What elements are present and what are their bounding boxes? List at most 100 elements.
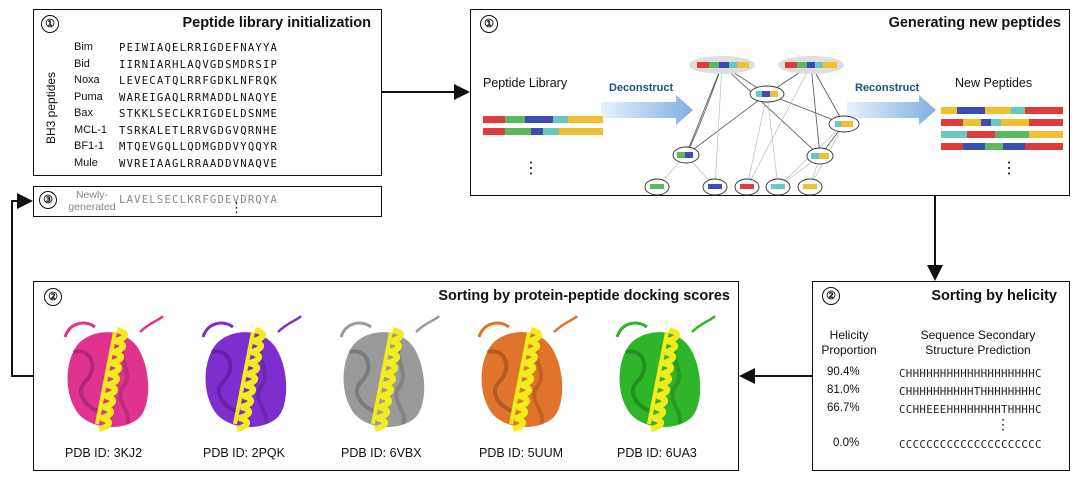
- peptide-sequence: PEIWIAQELRRIGDEFNAYYA: [119, 42, 279, 54]
- fragment-segment: [835, 121, 841, 127]
- new-peptide-segment: [991, 119, 1001, 126]
- fragment-segment: [650, 184, 664, 189]
- fragment-segment: [677, 152, 685, 158]
- peptide-name: Bim: [74, 41, 93, 53]
- peptide-library-label: Peptide Library: [483, 76, 568, 90]
- structure-ribbon: [553, 315, 578, 333]
- newly-generated-panel: ③ Newly-generated LAVELSECLKRFGDEVDRQYA …: [33, 186, 382, 217]
- structure-ribbon: [650, 327, 680, 432]
- library-peptide-segment: [505, 116, 525, 123]
- library-peptide-segment: [525, 116, 553, 123]
- prediction-header: Sequence Secondary Structure Prediction: [920, 328, 1036, 357]
- peptide-name: MCL-1: [74, 123, 108, 136]
- peptide-sequence: MTQEVGQLLQDMGDDVYQQYR: [119, 141, 279, 153]
- new-peptide-segment: [1011, 107, 1025, 114]
- reconstruct-label: Reconstruct: [855, 82, 920, 94]
- structure-cartoon: [477, 315, 578, 432]
- more-dots: ⋮: [230, 200, 243, 215]
- step-number: ③: [39, 191, 57, 209]
- new-peptide-segment: [1003, 143, 1025, 150]
- library-peptide-segment: [553, 116, 568, 123]
- peptide-sequence: LEVECATQLRRFGDKLNFRQK: [119, 75, 279, 87]
- structure-ribbon: [415, 315, 440, 333]
- new-more-dots: ⋮: [1001, 160, 1017, 177]
- docking-panel: ② Sorting by protein-peptide docking sco…: [33, 281, 739, 471]
- fragment-segment: [740, 184, 754, 189]
- fragment-segment: [807, 62, 815, 68]
- fragment-segment: [803, 184, 817, 189]
- peptide-library-panel: ① Peptide library initialization BH3 pep…: [33, 9, 382, 176]
- fragment-segment: [685, 152, 693, 158]
- structure-ribbon: [615, 321, 648, 338]
- generating-panel: ① Generating new peptides Peptide Librar…: [470, 9, 1070, 196]
- fragment-segment: [785, 62, 797, 68]
- peptide-name: Bax: [74, 107, 93, 119]
- structure-cartoon: [201, 315, 302, 432]
- structure-ribbon: [95, 331, 117, 425]
- new-peptide-segment: [957, 107, 985, 114]
- panel-title: Generating new peptides: [888, 15, 1061, 31]
- fragment-segment: [811, 153, 819, 159]
- new-peptide-segment: [941, 107, 957, 114]
- peptide-sequence: IIRNIARHLAQVGDSMDRSIP: [119, 58, 279, 71]
- library-peptide-segment: [559, 128, 603, 135]
- protein-structure: [469, 312, 579, 437]
- peptide-name: Bid: [74, 57, 90, 70]
- reconstruct-arrow: [847, 95, 936, 125]
- library-peptide-segment: [483, 116, 505, 123]
- structure-ribbon: [98, 327, 128, 432]
- pdb-id-label: PDB ID: 6UA3: [617, 446, 697, 460]
- helicity-header: Helicity Proportion: [821, 328, 877, 357]
- new-sequence: LAVELSECLKRFGDEVDRQYA: [119, 194, 279, 206]
- structure-ribbon: [477, 321, 510, 338]
- library-more-dots: ⋮: [523, 160, 539, 177]
- structure-ribbon: [277, 315, 302, 333]
- step-number: ②: [44, 288, 62, 306]
- fragment-segment: [819, 153, 829, 159]
- structure-ribbon: [486, 349, 515, 414]
- new-peptide-segment: [1029, 119, 1063, 126]
- structure-ribbon: [236, 327, 266, 432]
- step-number: ②: [822, 287, 840, 305]
- structure-ribbon: [205, 332, 287, 428]
- pdb-id-label: PDB ID: 3KJ2: [65, 446, 143, 460]
- new-peptide-segment: [941, 131, 967, 138]
- new-peptide-segment: [967, 131, 995, 138]
- structure-ribbon: [512, 327, 542, 432]
- structure-ribbon: [374, 327, 404, 432]
- new-peptide-segment: [963, 143, 985, 150]
- peptide-sequence: WAREIGAQLRRMADDLNAQYE: [119, 91, 279, 104]
- peptide-name: Mule: [74, 156, 98, 169]
- fragment-segment: [823, 62, 837, 68]
- structure-ribbon: [339, 321, 372, 338]
- peptide-sequence: TSRKALETLRRVGDGVQRNHE: [119, 124, 279, 137]
- fragment-segment: [729, 62, 737, 68]
- structure-ribbon: [348, 349, 377, 414]
- structure-ribbon: [624, 349, 653, 414]
- deconstruct-label: Deconstruct: [609, 82, 674, 94]
- new-peptide-segment: [985, 143, 1003, 150]
- fragment-segment: [737, 62, 749, 68]
- ss-prediction: CHHHHHHHHHHTHHHHHHHHC: [899, 385, 1042, 398]
- fragment-segment: [719, 62, 729, 68]
- fragment-segment: [797, 62, 807, 68]
- structure-cartoon: [615, 315, 716, 432]
- ss-prediction: CCHHEEEHHHHHHHHTHHHHC: [899, 403, 1042, 416]
- step-number: ①: [41, 15, 59, 33]
- peptide-name: Noxa: [74, 74, 100, 86]
- step-number: ①: [480, 15, 498, 33]
- structure-cartoon: [63, 315, 164, 432]
- helicity-value: 90.4%: [827, 366, 860, 378]
- structure-ribbon: [233, 331, 255, 425]
- fragment-segment: [709, 62, 719, 68]
- structure-ribbon: [619, 332, 701, 428]
- ss-prediction: CCCCCCCCCCCCCCCCCCCCC: [899, 438, 1042, 451]
- helicity-value: 0.0%: [833, 437, 860, 449]
- new-peptide-segment: [941, 119, 963, 126]
- pdb-id-label: PDB ID: 2PQK: [203, 446, 285, 460]
- new-peptide-segment: [1025, 107, 1063, 114]
- structure-cartoon: [339, 315, 440, 432]
- pdb-id-label: PDB ID: 6VBX: [341, 446, 422, 460]
- peptide-name: BF1-1: [74, 140, 104, 152]
- newly-generated-label: Newly-generated: [68, 189, 116, 213]
